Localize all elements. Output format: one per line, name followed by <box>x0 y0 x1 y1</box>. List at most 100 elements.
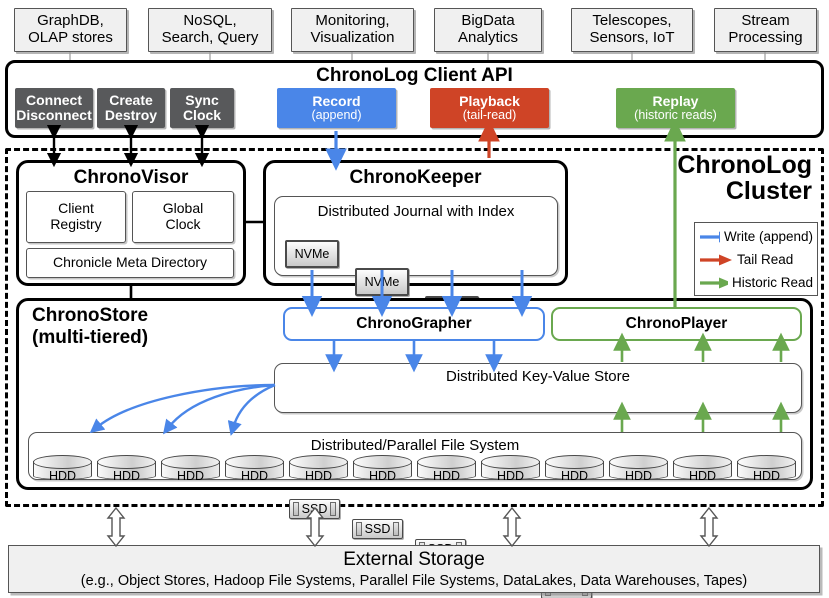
hdd-label: HDD <box>624 469 653 483</box>
hdd-label: HDD <box>304 469 333 483</box>
ssd-side-right <box>393 522 399 536</box>
api-button-label-line2: (append) <box>311 107 362 122</box>
api-button-playback[interactable]: Playback (tail-read) <box>430 88 549 128</box>
ssd-device: SSD <box>352 519 403 539</box>
ssd-device: SSD <box>289 499 340 519</box>
hdd-device: HDD <box>289 455 348 483</box>
client-api-title: ChronoLog Client API <box>316 65 513 86</box>
consumer-box-monitoring: Monitoring, Visualization <box>291 8 414 52</box>
hdd-label: HDD <box>240 469 269 483</box>
hdd-top <box>737 455 796 469</box>
consumer-box-telescopes: Telescopes, Sensors, IoT <box>571 8 693 52</box>
hdd-label: HDD <box>560 469 589 483</box>
api-button-connect-disconnect[interactable]: Connect Disconnect <box>15 88 93 128</box>
ssd-side-left <box>293 502 299 516</box>
api-button-create-destroy[interactable]: Create Destroy <box>97 88 165 128</box>
external-storage-box: External Storage (e.g., Object Stores, H… <box>8 545 820 593</box>
cluster-title-line2: Cluster <box>725 177 812 206</box>
hdd-device: HDD <box>97 455 156 483</box>
api-button-sync-clock[interactable]: Sync Clock <box>170 88 234 128</box>
hdd-label: HDD <box>176 469 205 483</box>
nvme-device: NVMe <box>285 240 339 268</box>
legend-label-historic-read: Historic Read <box>731 275 813 290</box>
external-storage-subtitle: (e.g., Object Stores, Hadoop File System… <box>80 573 748 589</box>
external-storage-title: External Storage <box>343 549 485 570</box>
hdd-device: HDD <box>33 455 92 483</box>
api-button-record[interactable]: Record (append) <box>277 88 396 128</box>
legend-item-historic-read: Historic Read <box>699 271 813 294</box>
nvme-label: NVMe <box>364 275 400 289</box>
api-button-label-line1: Create <box>109 91 153 108</box>
hdd-device: HDD <box>353 455 412 483</box>
hdd-device: HDD <box>481 455 540 483</box>
chronographer-label: ChronoGrapher <box>356 315 472 332</box>
distributed-file-system-title: Distributed/Parallel File System <box>310 437 520 454</box>
client-registry-label-line2: Registry <box>50 216 102 232</box>
api-button-label-line2: Destroy <box>104 107 158 123</box>
consumer-label-line1: GraphDB, <box>37 12 104 30</box>
chronostore-title-line2: (multi-tiered) <box>32 327 149 349</box>
hdd-device: HDD <box>673 455 732 483</box>
consumer-label-line2: Processing <box>728 29 803 46</box>
ssd-label: SSD <box>364 522 391 536</box>
chronostore-title: ChronoStore (multi-tiered) <box>32 305 262 350</box>
consumer-box-bigdata: BigData Analytics <box>434 8 542 52</box>
chronolog-cluster-boundary <box>5 148 824 507</box>
hdd-top <box>417 455 476 469</box>
consumer-label-line1: Monitoring, <box>315 12 390 30</box>
api-button-label-line1: Sync <box>185 91 219 108</box>
ssd-label: SSD <box>301 502 328 516</box>
distributed-kv-store-title: Distributed Key-Value Store <box>446 368 630 385</box>
consumer-box-stream: Stream Processing <box>714 8 817 52</box>
api-button-label-line2: (tail-read) <box>462 107 517 122</box>
hdd-label: HDD <box>48 469 77 483</box>
chronovisor-meta-directory: Chronicle Meta Directory <box>26 248 234 278</box>
global-clock-label-line1: Global <box>162 200 204 217</box>
api-button-label-line2: (historic reads) <box>634 107 717 122</box>
legend-box: Write (append) Tail Read Historic Read <box>694 222 818 296</box>
chronovisor-client-registry: Client Registry <box>26 191 126 243</box>
legend-item-tail-read: Tail Read <box>699 248 813 271</box>
chronoplayer-label: ChronoPlayer <box>625 315 728 332</box>
hdd-device: HDD <box>417 455 476 483</box>
consumer-label-line1: NoSQL, <box>183 12 237 30</box>
legend-label-tail-read: Tail Read <box>737 252 794 267</box>
api-button-label-line2: Clock <box>182 107 222 123</box>
legend-arrow-tail-read-icon <box>700 254 732 265</box>
hdd-device: HDD <box>161 455 220 483</box>
meta-directory-label: Chronicle Meta Directory <box>52 254 208 271</box>
hdd-device: HDD <box>225 455 284 483</box>
api-button-label-line1: Connect <box>26 91 82 108</box>
consumer-label-line1: BigData <box>461 12 515 30</box>
hdd-device: HDD <box>737 455 796 483</box>
consumer-label-line2: OLAP stores <box>28 29 113 46</box>
consumer-label-line2: Visualization <box>310 29 395 46</box>
hdd-label: HDD <box>368 469 397 483</box>
consumer-label-line2: Sensors, IoT <box>589 29 675 46</box>
hdd-top <box>33 455 92 469</box>
chronovisor-global-clock: Global Clock <box>132 191 234 243</box>
legend-label-write: Write (append) <box>723 229 813 244</box>
consumer-label-line2: Analytics <box>457 29 519 46</box>
legend-item-write: Write (append) <box>699 225 813 248</box>
consumer-box-nosql: NoSQL, Search, Query <box>148 8 272 52</box>
chronovisor-title: ChronoVisor <box>73 167 189 188</box>
hdd-label: HDD <box>752 469 781 483</box>
chronostore-title-line1: ChronoStore <box>32 305 149 326</box>
legend-arrow-historic-read-icon <box>700 277 728 288</box>
api-button-replay[interactable]: Replay (historic reads) <box>616 88 735 128</box>
hdd-top <box>545 455 604 469</box>
hdd-top <box>161 455 220 469</box>
consumer-label-line1: Telescopes, <box>592 12 672 30</box>
hdd-label: HDD <box>112 469 141 483</box>
hdd-top <box>609 455 668 469</box>
nvme-device: NVMe <box>355 268 409 296</box>
api-button-label-line1: Playback <box>459 92 520 109</box>
client-registry-label-line1: Client <box>58 200 94 217</box>
hdd-top <box>353 455 412 469</box>
cluster-title-line1: ChronoLog <box>677 151 812 179</box>
api-button-label-line1: Replay <box>652 92 699 109</box>
distributed-kv-store-box <box>274 363 802 413</box>
hdd-label: HDD <box>688 469 717 483</box>
api-button-label-line1: Record <box>312 92 361 109</box>
